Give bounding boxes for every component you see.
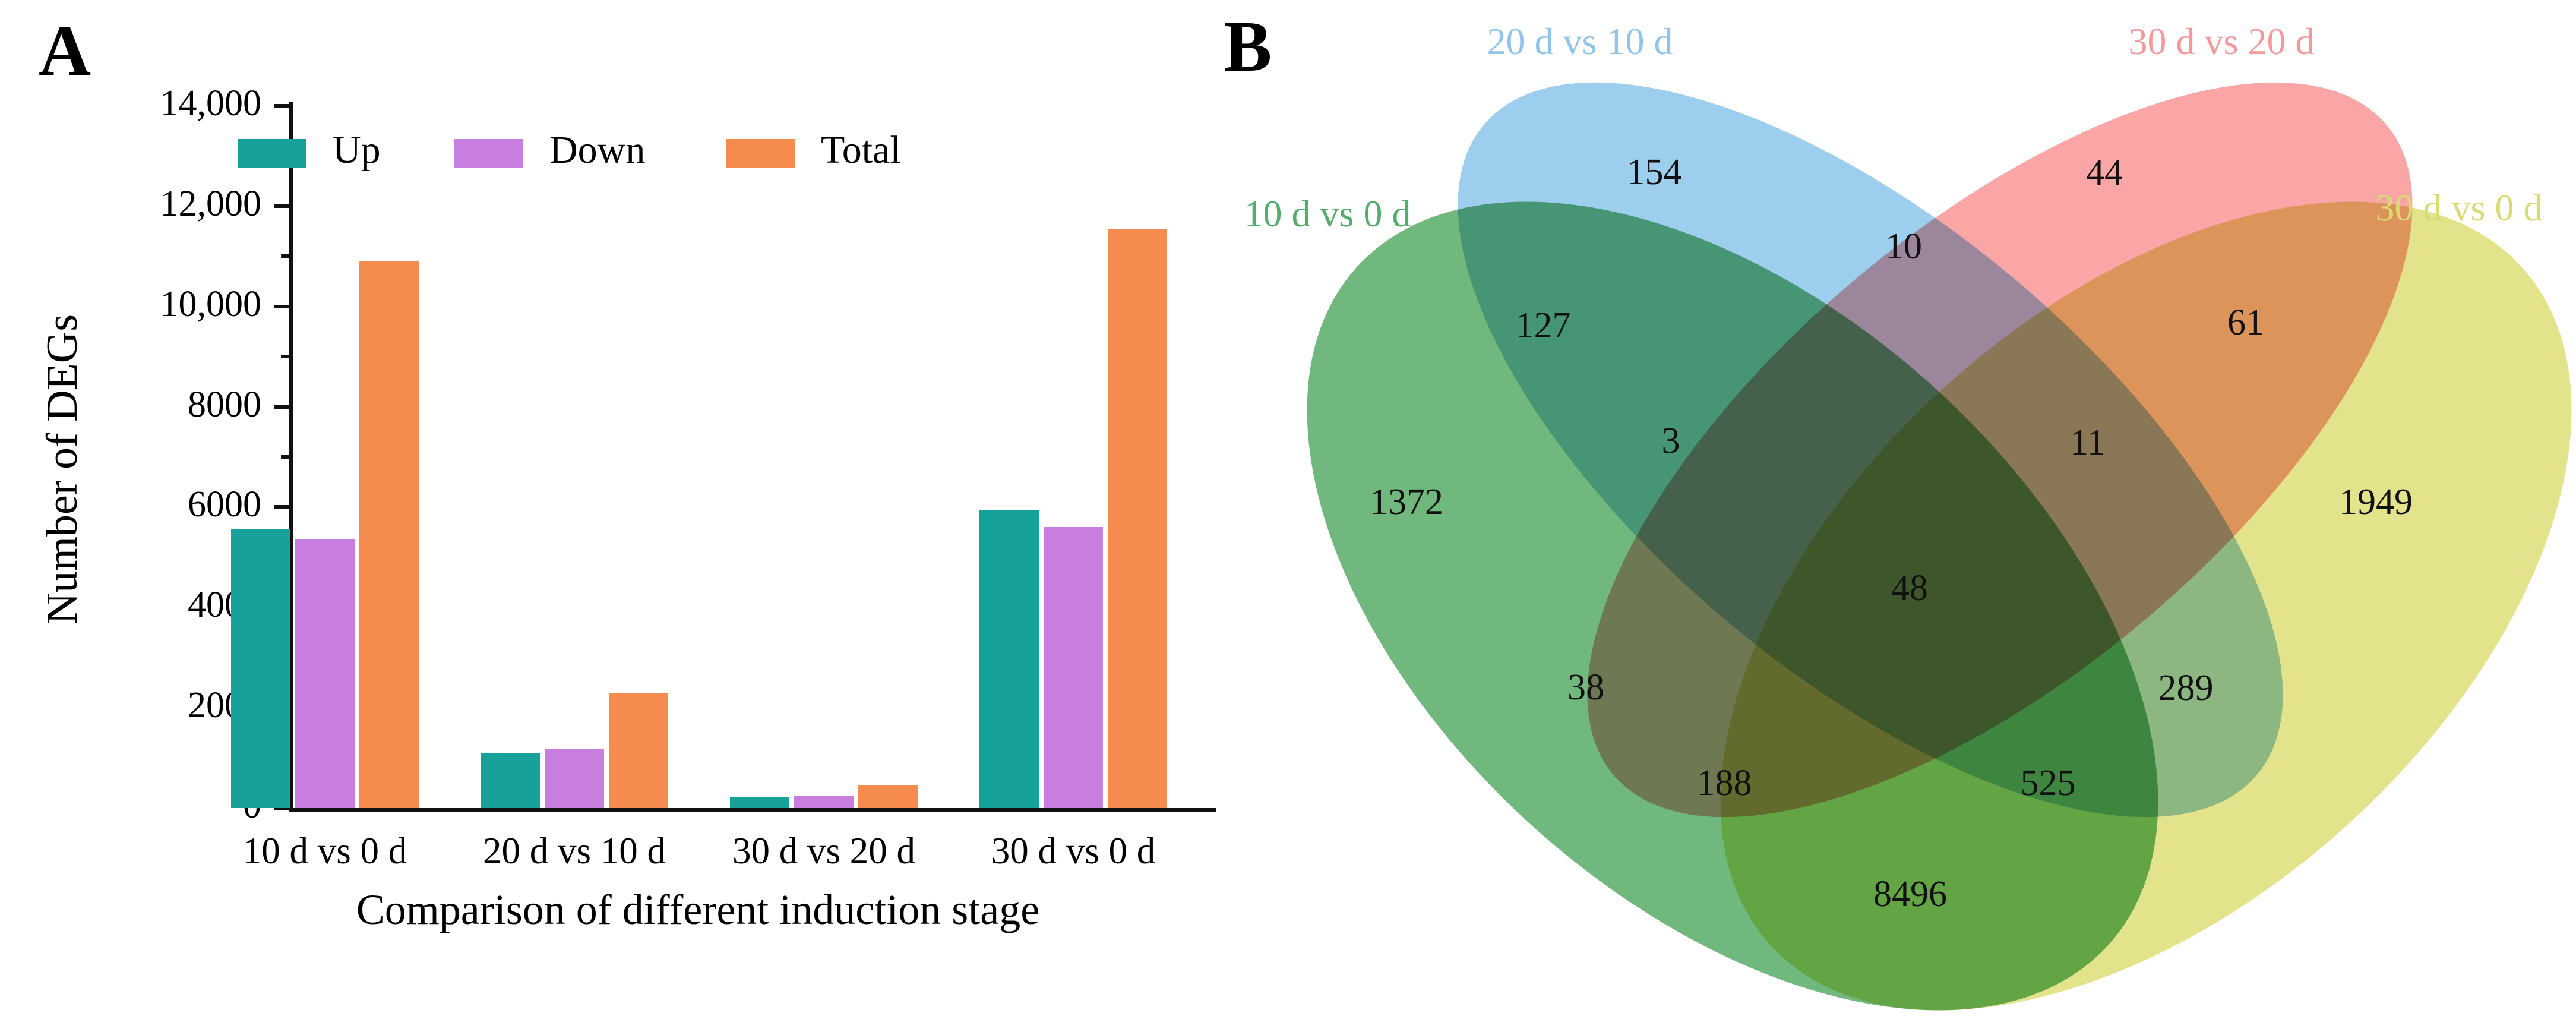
venn-count-AD: 8496 [1873,874,1947,914]
y-tick-label: 8000 [188,384,261,425]
bar-up [481,753,540,808]
venn-count-ABCD: 48 [1891,568,1928,608]
bar-total [858,785,918,808]
bar-down [794,796,854,808]
venn-count-AB: 127 [1515,305,1571,346]
y-tick-major [274,305,289,308]
y-tick-major [274,204,289,208]
bar-total [359,261,419,808]
bar-down [1044,527,1103,808]
venn-set-label-A: 10 d vs 0 d [1244,193,1411,235]
y-tick-label: 14,000 [160,83,262,124]
x-category-label: 10 d vs 0 d [242,830,407,872]
legend-swatch-total [726,139,795,168]
x-category-label: 30 d vs 20 d [732,830,916,872]
y-tick-label: 6000 [188,484,261,525]
bar-down [295,539,355,808]
venn-count-B: 154 [1626,152,1682,193]
venn-set-label-C: 30 d vs 20 d [2128,20,2315,62]
bar-total [1108,229,1167,808]
y-tick-major [274,505,289,509]
legend-swatch-up [238,139,306,168]
venn-count-CD: 61 [2227,302,2264,343]
legend-label: Total [821,128,901,172]
y-tick-minor [281,355,289,358]
y-tick-label: 12,000 [160,184,262,224]
y-tick-minor [281,254,289,258]
venn-set-label-B: 20 d vs 10 d [1487,20,1673,62]
venn-count-ACD: 188 [1696,763,1752,803]
venn-count-ABC: 3 [1661,421,1680,461]
x-axis-title: Comparison of different induction stage [356,886,1040,933]
y-tick-major [274,104,289,108]
y-tick-label: 10,000 [160,284,262,324]
bar-up [231,529,290,808]
venn-count-AC: 38 [1567,667,1604,708]
x-category-label: 30 d vs 0 d [991,830,1156,872]
venn-count-BD: 289 [2158,668,2214,708]
venn-count-C: 44 [2086,153,2123,193]
legend-label: Up [333,128,381,172]
bar-up [730,797,789,808]
bar-up [979,510,1039,808]
venn-ellipse-30d-vs-0d [1720,201,2572,1011]
legend-label: Down [549,128,646,172]
panel-a-letter: A [39,11,91,91]
y-tick-major [274,806,289,810]
venn-count-BCD: 11 [2070,422,2106,463]
venn-count-ABD: 525 [2020,763,2076,803]
y-axis-line [289,102,293,812]
x-category-label: 20 d vs 10 d [482,830,666,872]
bar-total [609,693,668,808]
y-tick-major [274,405,289,409]
venn-set-label-D: 30 d vs 0 d [2375,187,2543,229]
bar-down [545,749,604,808]
y-tick-minor [281,455,289,459]
venn-count-BC: 10 [1885,226,1922,267]
panel-b-letter: B [1224,7,1272,87]
venn-count-A: 1372 [1370,482,1443,522]
legend-swatch-down [454,139,523,168]
venn-count-D: 1949 [2339,482,2413,522]
x-axis-line [289,808,1216,812]
